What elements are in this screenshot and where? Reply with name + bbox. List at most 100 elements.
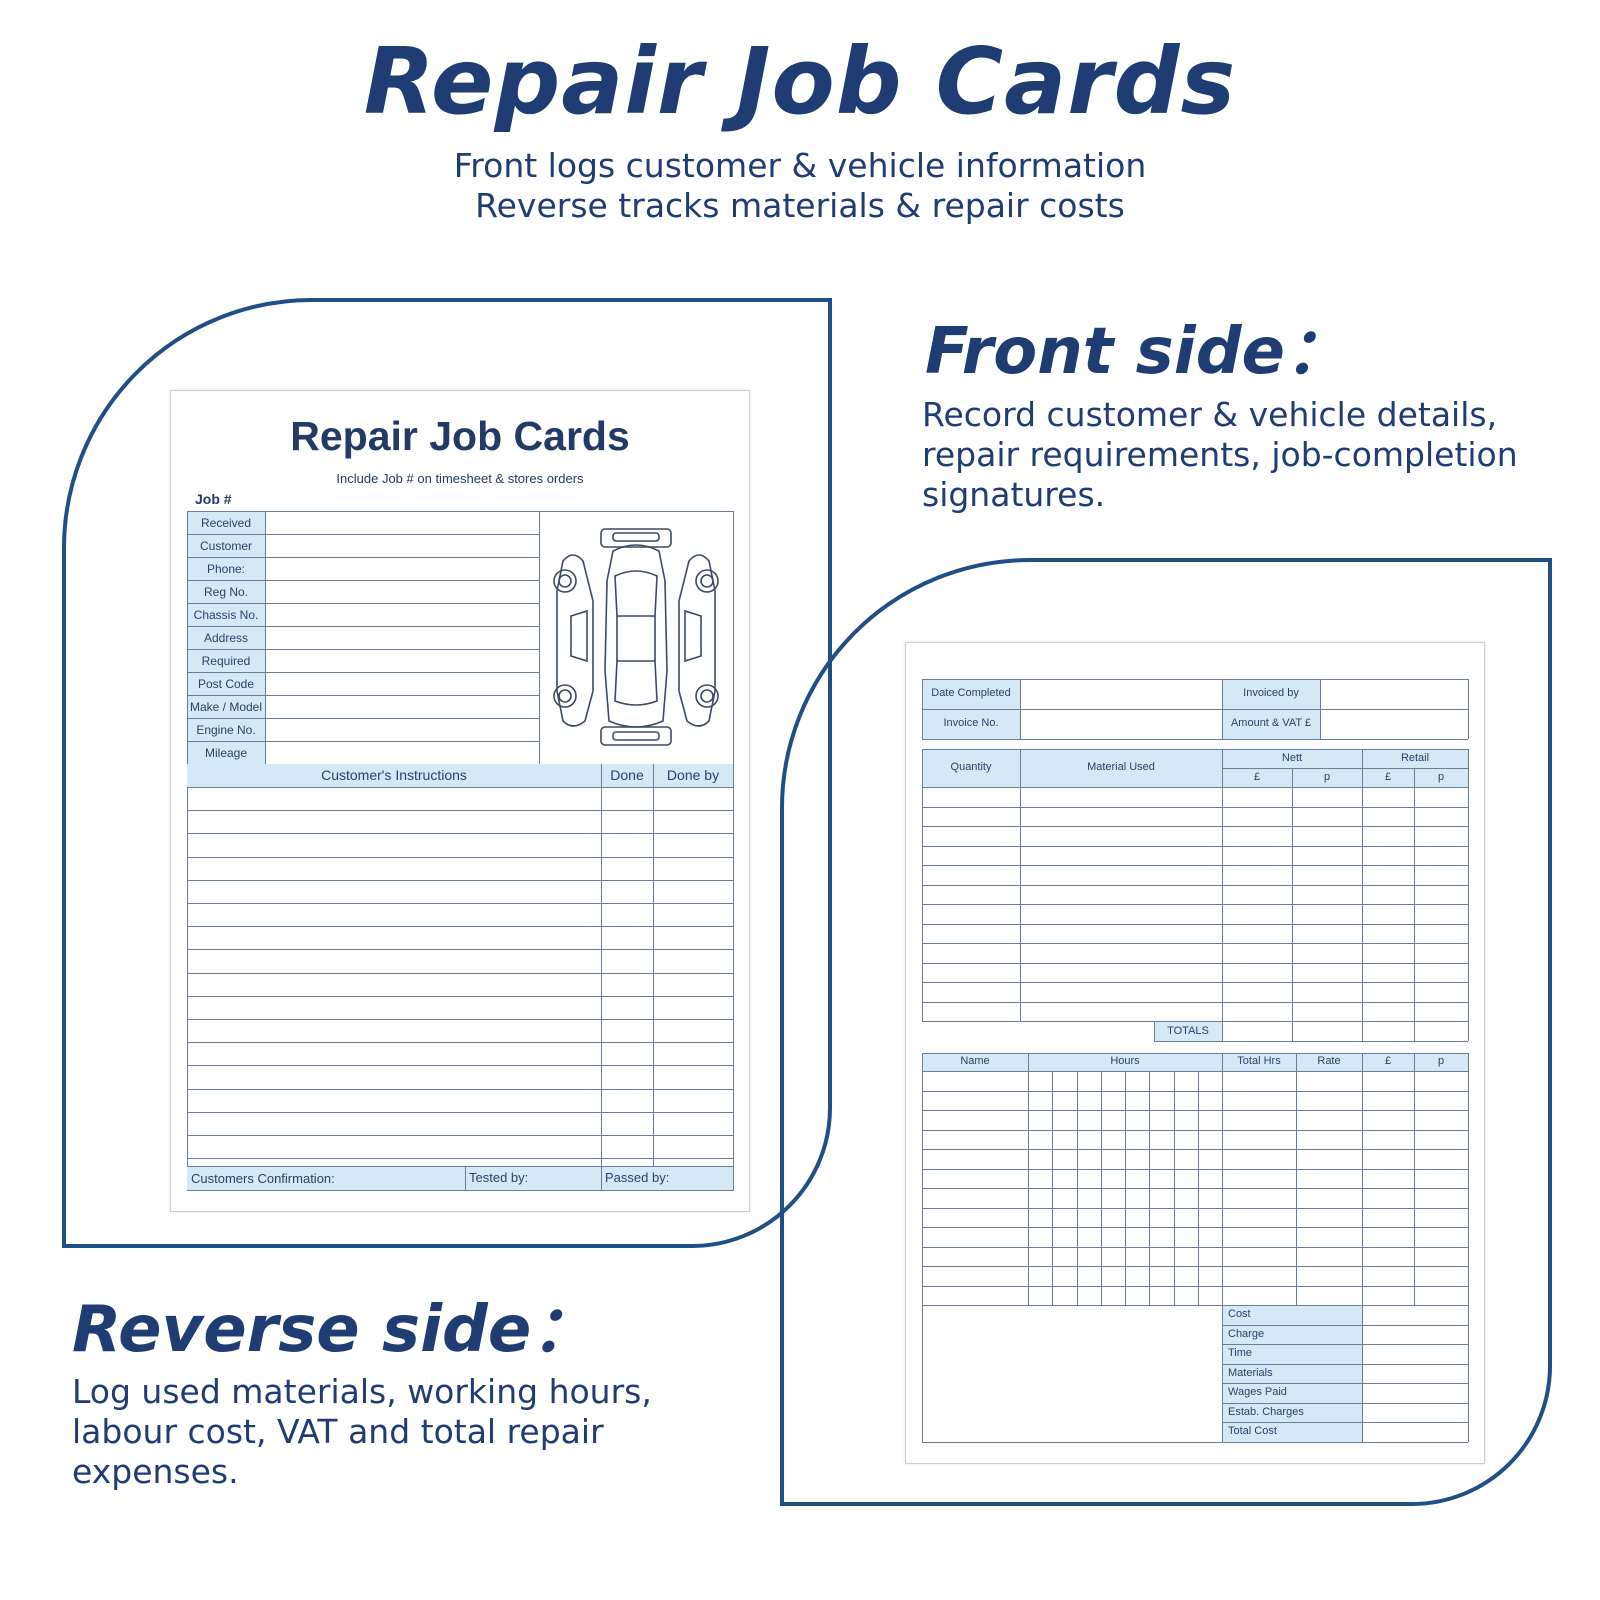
grid-line: [187, 949, 733, 950]
retail-pence-header: p: [1437, 771, 1445, 783]
nett-pence-header: p: [1323, 771, 1331, 783]
field-label-cell: [187, 603, 265, 626]
grid-line: [922, 1110, 1468, 1111]
grid-line: [1020, 749, 1021, 1021]
grid-line: [1468, 1053, 1469, 1305]
grid-line: [1154, 1021, 1155, 1041]
grid-line: [187, 810, 733, 811]
field-label-cell: [187, 718, 265, 741]
front-form-card: Repair Job Cards Include Job # on timesh…: [170, 390, 750, 1212]
grid-line: [187, 626, 539, 627]
field-label-cell: [187, 695, 265, 718]
grid-line: [187, 880, 733, 881]
summary-label-3: Materials: [1228, 1367, 1273, 1379]
grid-line: [1198, 1071, 1199, 1305]
grid-line: [733, 511, 734, 1191]
hours-header: Hours: [1110, 1055, 1140, 1067]
grid-line: [922, 1286, 1468, 1287]
done-header: Done: [610, 767, 644, 783]
passed-by-label: Passed by:: [605, 1170, 670, 1185]
grid-line: [1222, 1305, 1223, 1442]
grid-line: [1296, 1053, 1297, 1305]
grid-line: [187, 580, 539, 581]
date-completed-label: Date Completed: [931, 687, 1011, 699]
grid-line: [187, 787, 733, 788]
grid-line: [922, 982, 1468, 983]
grid-line: [1222, 1305, 1468, 1306]
grid-line: [539, 511, 733, 512]
grid-line: [187, 1158, 733, 1159]
front-side-description: Record customer & vehicle details, repai…: [922, 395, 1518, 514]
grid-line: [1222, 749, 1223, 1041]
grid-line: [1020, 679, 1021, 739]
nett-header: Nett: [1281, 752, 1303, 764]
grid-line: [922, 739, 1468, 740]
grid-line: [1362, 1053, 1363, 1305]
grid-line: [922, 1266, 1468, 1267]
instructions-header: [187, 764, 733, 787]
rate-header: Rate: [1317, 1055, 1341, 1067]
summary-label-5: Estab. Charges: [1228, 1406, 1304, 1418]
grid-line: [1222, 1053, 1223, 1305]
grid-line: [187, 1135, 733, 1136]
field-label-cell: [187, 672, 265, 695]
summary-label-2: Time: [1228, 1347, 1253, 1359]
grid-line: [1149, 1071, 1150, 1305]
grid-line: [187, 1019, 733, 1020]
field-label-3: Reg No.: [203, 585, 249, 599]
retail-pound-header: £: [1384, 771, 1392, 783]
grid-line: [922, 1002, 1468, 1003]
grid-line: [187, 926, 733, 927]
grid-line: [1154, 1041, 1468, 1042]
reverse-frame: [780, 558, 1552, 1506]
reverse-side-description: Log used materials, working hours, labou…: [72, 1372, 652, 1491]
grid-line: [1052, 1071, 1053, 1305]
customers-confirmation-label: Customers Confirmation:: [191, 1171, 335, 1186]
invoiced-by-label: Invoiced by: [1243, 687, 1299, 699]
grid-line: [922, 1305, 1468, 1306]
summary-label-1: Charge: [1228, 1328, 1265, 1340]
grid-line: [922, 826, 1468, 827]
grid-line: [922, 1053, 923, 1305]
grid-line: [187, 973, 733, 974]
tested-by-label: Tested by:: [469, 1170, 529, 1185]
grid-line: [922, 1247, 1468, 1248]
field-label-1: Customer: [199, 539, 252, 553]
grid-line: [187, 996, 733, 997]
grid-line: [922, 963, 1468, 964]
field-label-8: Make / Model: [189, 700, 263, 714]
grid-line: [922, 1442, 1468, 1443]
grid-line: [187, 511, 188, 1191]
grid-line: [922, 749, 1468, 750]
material-used-header: Material Used: [1087, 761, 1155, 773]
grid-line: [187, 603, 539, 604]
field-label-7: Post Code: [197, 677, 255, 691]
grid-line: [922, 1091, 1468, 1092]
labour-header: [922, 1053, 1468, 1071]
grid-line: [539, 511, 540, 764]
field-label-0: Received: [200, 516, 252, 530]
grid-line: [1222, 1325, 1468, 1326]
customers-instructions-header: Customer's Instructions: [321, 767, 467, 783]
front-form-subtitle: Include Job # on timesheet & stores orde…: [336, 471, 584, 486]
grid-line: [187, 672, 539, 673]
grid-line: [187, 1042, 733, 1043]
field-label-cell: [187, 626, 265, 649]
grid-line: [922, 1305, 923, 1442]
grid-line: [187, 649, 539, 650]
grid-line: [922, 787, 1468, 788]
grid-line: [187, 511, 539, 512]
grid-line: [1222, 679, 1223, 739]
field-label-cell: [187, 511, 265, 534]
grid-line: [1362, 749, 1363, 1041]
summary-labels: [1222, 1305, 1362, 1442]
grid-line: [1174, 1071, 1175, 1305]
front-form-title: Repair Job Cards: [290, 413, 630, 459]
grid-line: [187, 1065, 733, 1066]
grid-line: [922, 1208, 1468, 1209]
name-header: Name: [960, 1055, 990, 1067]
car-diagram-icon: [553, 528, 719, 746]
grid-line: [922, 943, 1468, 944]
